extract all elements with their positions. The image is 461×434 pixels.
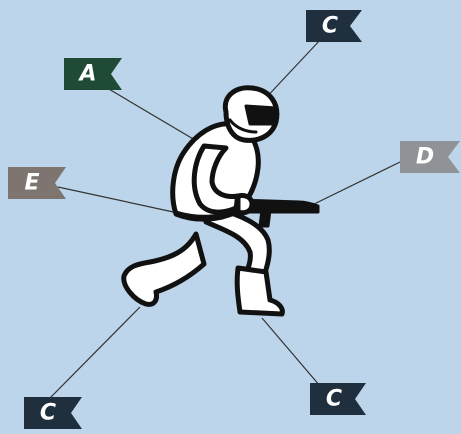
leader-line-rear-knee xyxy=(50,307,140,398)
leader-line-helmet xyxy=(262,38,322,102)
label-flag-belt: E xyxy=(8,167,66,199)
flag-label-belt: E xyxy=(24,171,39,196)
leader-line-belt xyxy=(58,187,178,213)
label-flag-front-boot: C xyxy=(310,383,366,415)
leader-line-front-boot xyxy=(262,318,320,386)
leader-line-shoulder xyxy=(97,82,200,143)
flag-label-rear-knee: C xyxy=(40,401,56,426)
label-flag-shoulder: A xyxy=(64,58,122,90)
flag-label-weapon: D xyxy=(416,145,434,170)
label-flag-rear-knee: C xyxy=(24,397,82,429)
flag-label-helmet: C xyxy=(322,14,338,39)
crouching-soldier-icon xyxy=(124,88,318,314)
label-flag-weapon: D xyxy=(400,141,460,173)
leader-line-weapon xyxy=(306,162,400,208)
flag-label-shoulder: A xyxy=(77,62,96,87)
label-flag-helmet: C xyxy=(306,10,362,42)
flag-label-front-boot: C xyxy=(326,387,342,412)
